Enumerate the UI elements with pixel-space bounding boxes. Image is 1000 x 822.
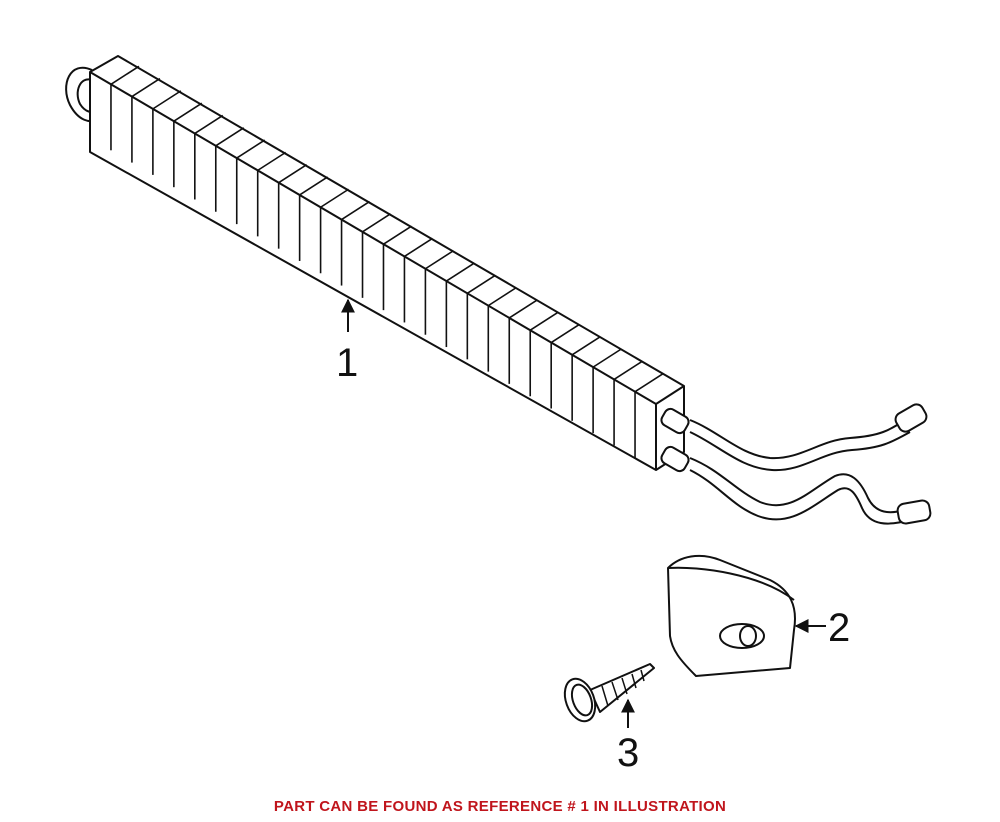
cooler-fin-top <box>571 336 601 356</box>
cooler-fin-top <box>110 65 140 85</box>
bracket-slot-inner <box>739 625 757 647</box>
cooler-fin-top <box>634 373 664 393</box>
cooler-fin-top <box>152 90 182 110</box>
bracket-body <box>667 554 796 677</box>
cooler-fin-top <box>487 286 517 307</box>
bracket-part-2[interactable] <box>667 554 796 677</box>
cooler-fin-top <box>424 250 454 270</box>
hose-lower-outline-a <box>689 457 906 514</box>
callout-1-label: 1 <box>336 341 358 385</box>
callout-2-label: 2 <box>828 606 850 650</box>
cooler-fin-top <box>445 262 475 282</box>
cooler-fin-top <box>299 176 329 196</box>
hose-lower-outline-b <box>689 469 911 525</box>
cooler-fin-top <box>613 360 643 381</box>
cooler-fins <box>110 65 664 458</box>
cooler-right-edge <box>655 385 685 405</box>
cooler-fin-top <box>362 213 391 233</box>
screw-part-3[interactable] <box>559 663 655 725</box>
cooler-fin-top <box>383 225 412 245</box>
cooler-fin-top <box>194 114 224 135</box>
cooler-fin-top <box>257 151 287 172</box>
hose-upper-outline-a <box>689 419 906 460</box>
cooler-fin-top <box>466 274 496 295</box>
cooler-fin-top <box>320 188 350 208</box>
cooler-hoses <box>689 403 932 525</box>
cooler-top-edge <box>89 71 657 405</box>
cooler-fin-top <box>529 311 559 331</box>
bracket-top-curve <box>667 566 795 601</box>
cooler-fin-top <box>278 163 308 184</box>
screw-threads <box>601 669 645 707</box>
fitting-upper <box>660 407 690 435</box>
cooler-fin-top <box>236 139 266 159</box>
cooler-fin-top <box>404 237 433 258</box>
fitting-lower <box>660 445 690 473</box>
hose-upper-outline-b <box>689 431 911 472</box>
cooler-fin-top <box>341 200 370 221</box>
cooler-fin-top <box>173 102 203 122</box>
hose-end-upper <box>894 403 928 433</box>
oil-cooler-part-1[interactable] <box>65 55 691 473</box>
hose-end-lower <box>896 499 932 525</box>
reference-caption: PART CAN BE FOUND AS REFERENCE # 1 IN IL… <box>273 798 727 815</box>
callout-3-label: 3 <box>617 731 639 775</box>
cooler-fin-top <box>131 77 161 98</box>
cooler-fin-top <box>592 348 622 368</box>
cooler-fin-top <box>550 323 580 344</box>
cooler-fin-top <box>215 127 245 147</box>
cooler-fin-top <box>508 299 538 319</box>
screw-shank <box>589 663 655 713</box>
screw-head-inner <box>570 683 594 717</box>
